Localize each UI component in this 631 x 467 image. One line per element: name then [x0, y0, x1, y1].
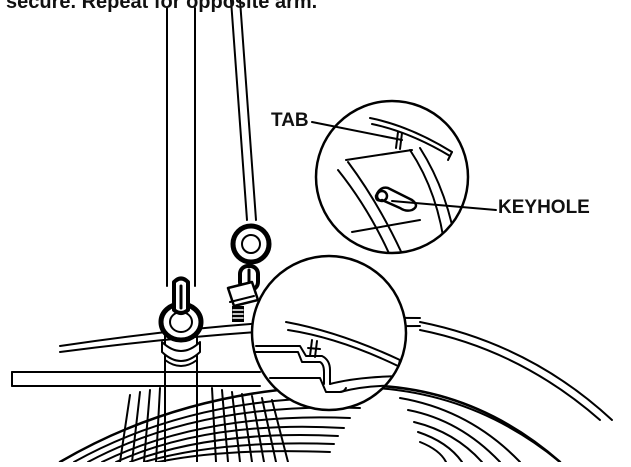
- lamp-shade: [11, 316, 613, 463]
- suspension-rod: [166, 7, 196, 287]
- instruction-caption: secure. Repeat for opposite arm.: [6, 0, 318, 13]
- bracket-detail-callout: [250, 254, 408, 412]
- rod-ring: [158, 276, 204, 343]
- keyhole-detail-callout: [314, 99, 470, 255]
- center-hub: [161, 329, 201, 463]
- cable-hook: [226, 223, 272, 322]
- keyhole-label: KEYHOLE: [498, 197, 590, 218]
- tab-label: TAB: [271, 110, 309, 131]
- label-leaders: [311, 121, 497, 211]
- shade-ribs: [58, 384, 562, 462]
- hanging-cable: [230, 0, 257, 221]
